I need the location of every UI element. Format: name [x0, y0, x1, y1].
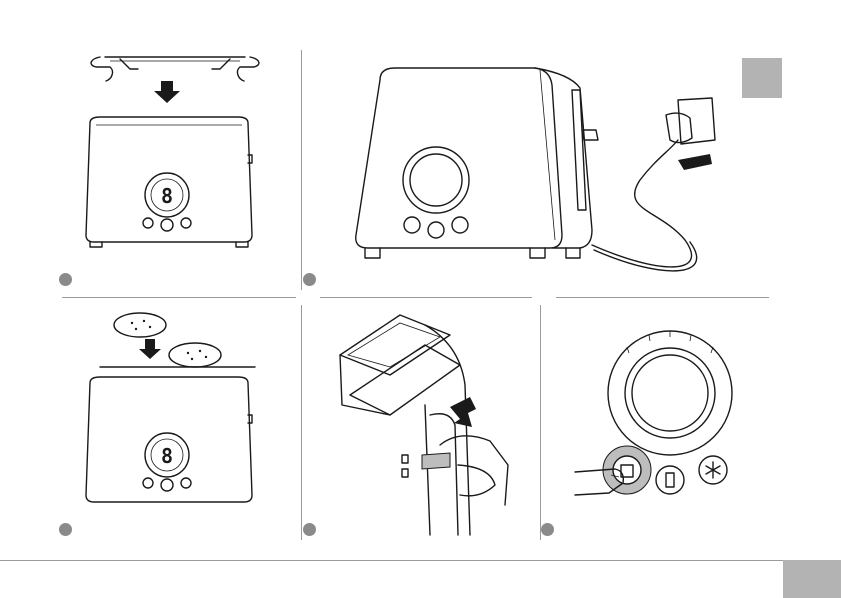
divider-bottom-left	[301, 305, 302, 540]
toaster-front: 8	[86, 117, 252, 247]
divider-row-1	[62, 297, 296, 298]
bun-rack	[91, 57, 259, 81]
power-cord	[592, 140, 692, 267]
buns	[114, 313, 221, 367]
snowflake-icon[interactable]	[699, 456, 727, 484]
step-marker-5	[541, 523, 554, 536]
panel-plug-in	[340, 60, 720, 275]
divider-bottom-right	[540, 305, 541, 540]
panel-attach-rack: 8	[60, 45, 290, 265]
toaster-side-view	[356, 68, 598, 258]
display-digit: 8	[161, 444, 173, 468]
toaster-top-closeup	[340, 315, 470, 535]
power-icon[interactable]	[656, 466, 684, 494]
hand	[440, 436, 508, 505]
panel-warm-buns: 8	[60, 305, 290, 520]
arrow-icon	[139, 339, 161, 359]
divider-row-2	[320, 297, 532, 298]
step-marker-1	[59, 273, 72, 286]
divider-row-3	[556, 297, 769, 298]
lever[interactable]	[422, 453, 450, 469]
page-number-tab	[783, 560, 841, 598]
footer-rule	[0, 560, 841, 561]
step-marker-2	[303, 273, 316, 286]
divider-top-middle	[301, 50, 302, 290]
display-digit: 8	[161, 184, 173, 208]
language-tab	[742, 58, 782, 98]
step-marker-3	[59, 523, 72, 536]
control-dial	[608, 331, 732, 455]
arrow-icon	[678, 154, 712, 170]
toaster-front: 8	[86, 377, 252, 502]
panel-press-bun-button	[575, 325, 785, 515]
panel-press-lever	[330, 305, 530, 545]
wall-socket	[666, 98, 715, 144]
arrow-icon	[154, 81, 180, 103]
step-marker-4	[303, 523, 316, 536]
